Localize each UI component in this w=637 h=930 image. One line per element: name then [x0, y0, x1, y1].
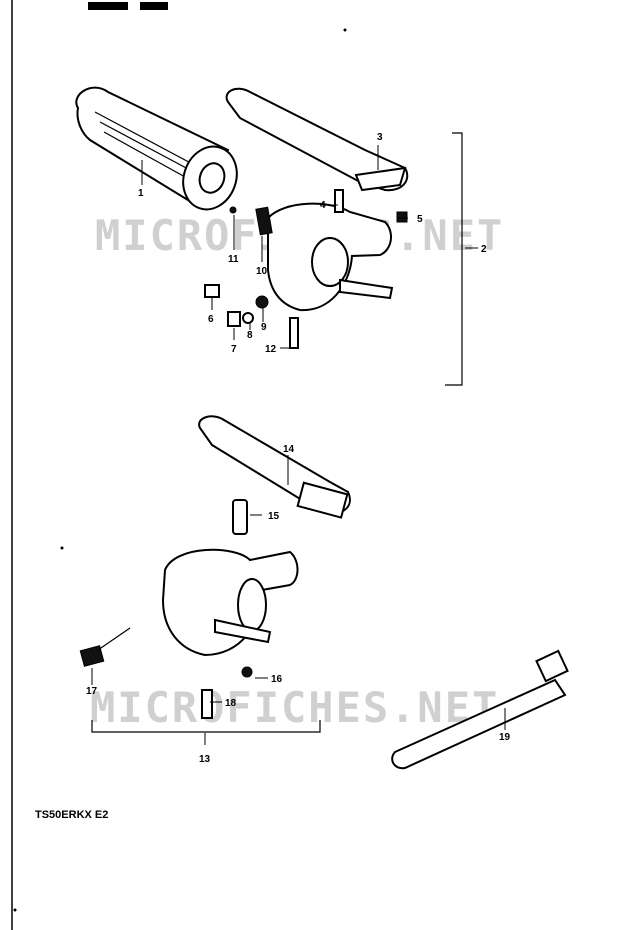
- callout-8: 8: [247, 330, 253, 341]
- speck: [60, 546, 64, 550]
- upper-lever-part: [225, 87, 409, 192]
- callout-17: 17: [86, 686, 98, 697]
- model-label: TS50ERKX E2: [35, 809, 108, 821]
- upper-switch-housing: [204, 189, 408, 349]
- callout-6: 6: [208, 314, 214, 325]
- cable-tie-part: [391, 649, 569, 770]
- callout-9: 9: [261, 322, 267, 333]
- callout-14: 14: [283, 444, 295, 455]
- callout-16: 16: [271, 674, 283, 685]
- callout-1: 1: [138, 188, 144, 199]
- top-fragment: [88, 2, 168, 10]
- callout-15: 15: [268, 511, 280, 522]
- leader-lines: [91, 145, 506, 745]
- callout-18: 18: [225, 698, 237, 709]
- callout-4: 4: [320, 200, 326, 211]
- speck: [13, 908, 17, 912]
- callout-labels: 1 2 3 4 5 6 7 8 9 10 11 12 13 14 15 16 1…: [86, 132, 511, 765]
- callout-10: 10: [256, 266, 268, 277]
- callout-3: 3: [377, 132, 383, 143]
- lower-switch-housing: [161, 548, 299, 719]
- speck: [343, 28, 347, 32]
- watermark-bottom: MICROFICHES.NET: [90, 683, 499, 732]
- switch-17: [79, 627, 131, 667]
- lower-lever-part: [198, 415, 351, 519]
- bracket-2: [445, 132, 463, 386]
- callout-13: 13: [199, 754, 211, 765]
- bracket-13: [91, 720, 321, 733]
- callout-7: 7: [231, 344, 237, 355]
- callout-2: 2: [481, 244, 487, 255]
- callout-19: 19: [499, 732, 511, 743]
- screw-15: [232, 499, 248, 535]
- callout-12: 12: [265, 344, 277, 355]
- grip-part: [75, 86, 238, 211]
- callout-5: 5: [417, 214, 423, 225]
- callout-11: 11: [228, 254, 239, 265]
